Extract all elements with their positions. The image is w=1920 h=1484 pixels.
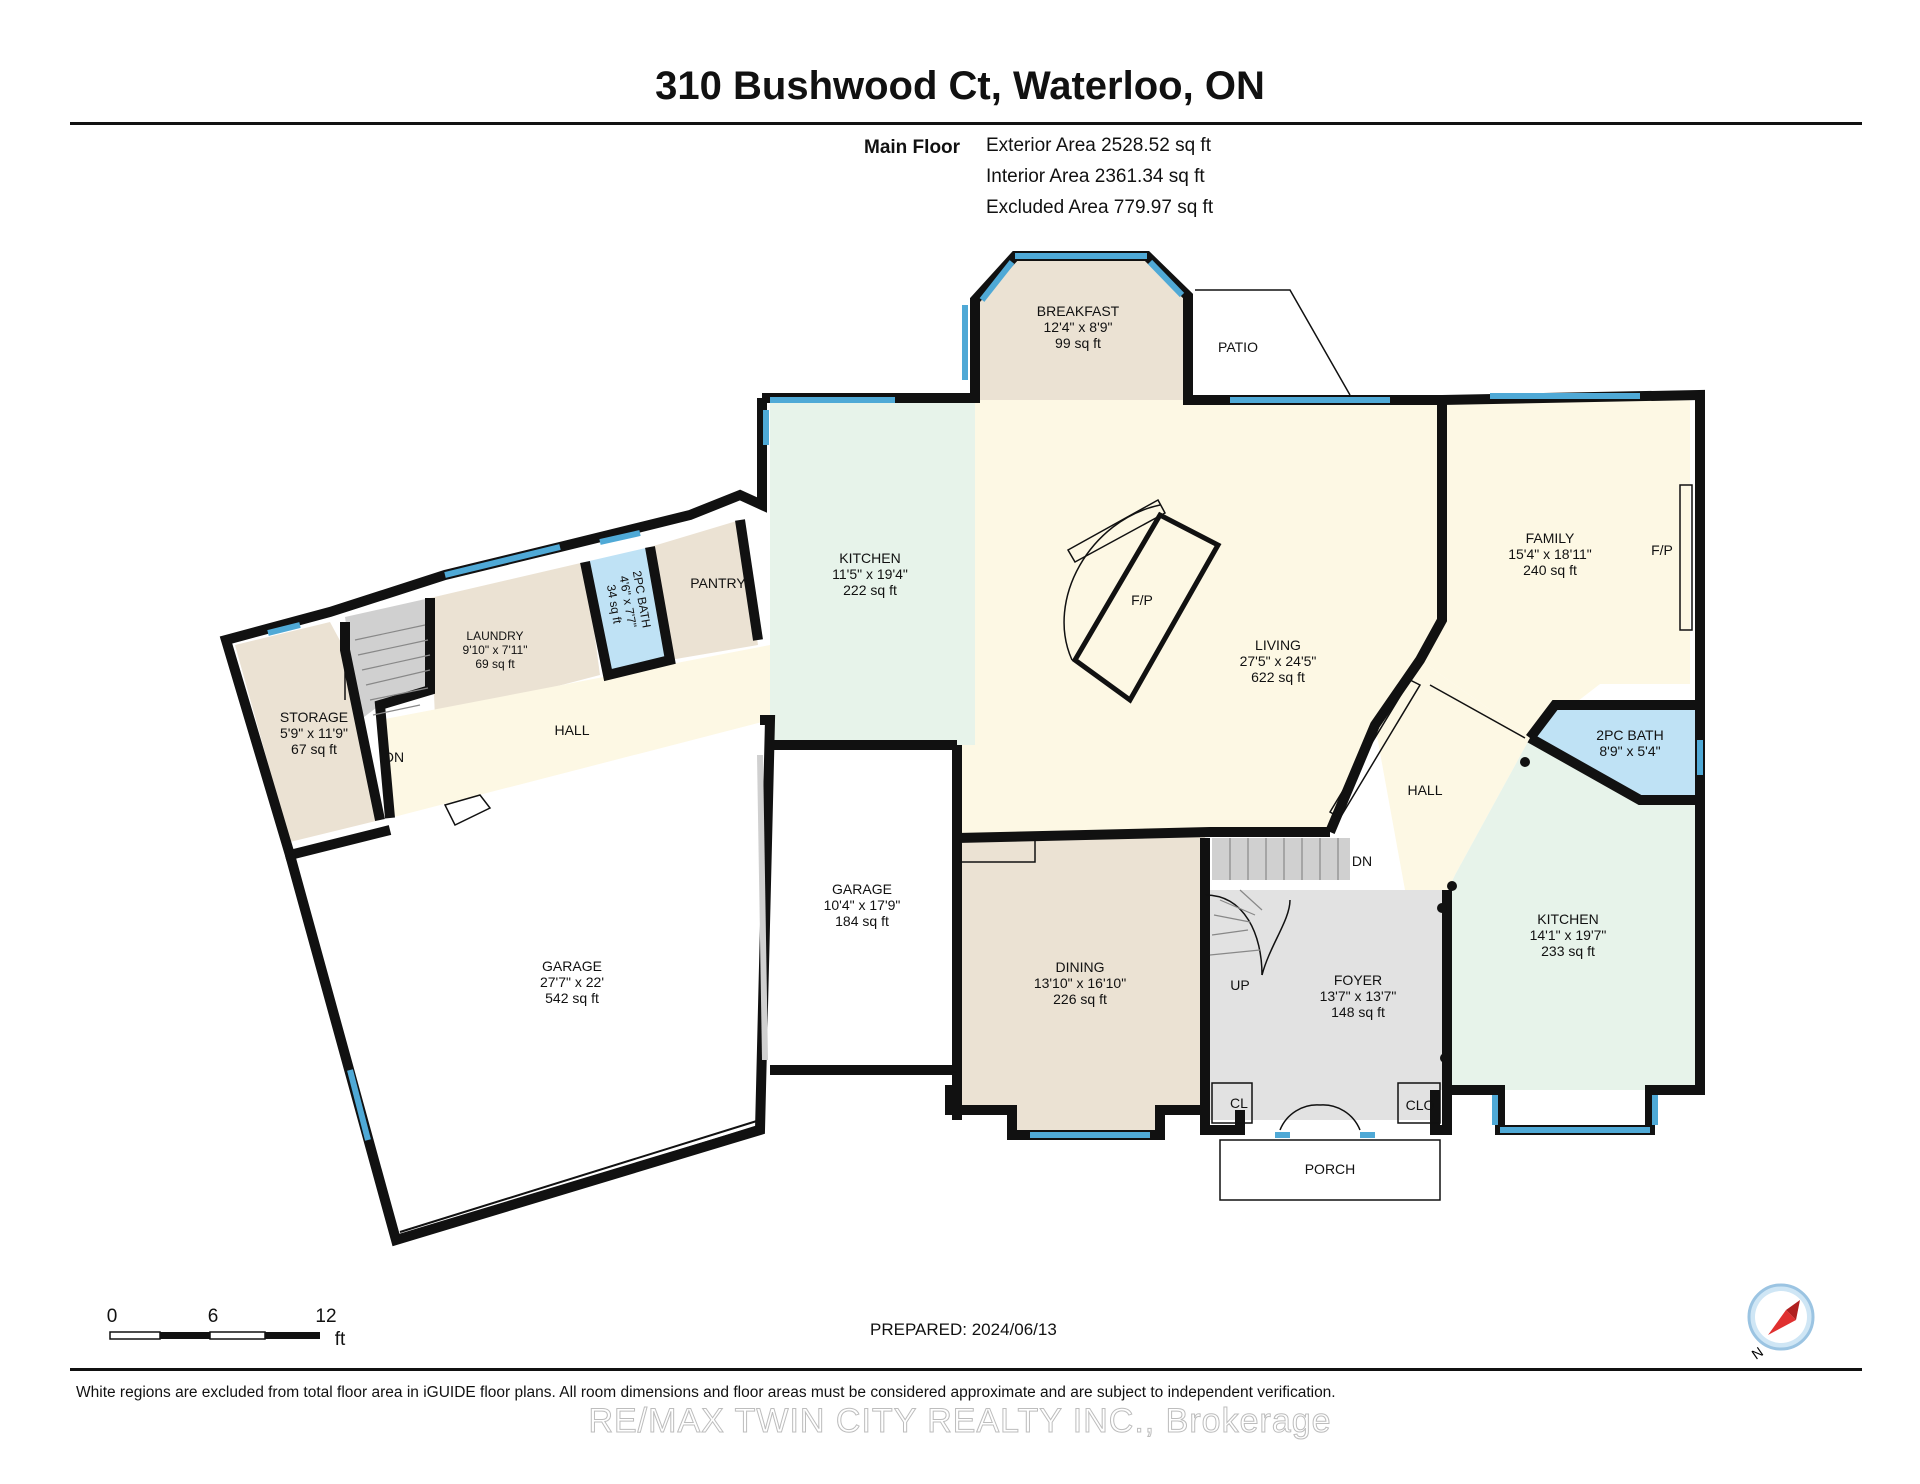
foyer-fill <box>1205 890 1447 1120</box>
storage-dims: 5'9" x 11'9" <box>280 725 348 741</box>
foyer-name: FOYER <box>1334 972 1382 988</box>
fp-family-label: F/P <box>1651 542 1673 558</box>
pillar-dots <box>1437 757 1530 1063</box>
interior-area: Interior Area 2361.34 sq ft <box>986 166 1205 187</box>
area-summary: Exterior Area 2528.52 sq ft Interior Are… <box>986 130 1213 223</box>
foyer-area: 148 sq ft <box>1331 1004 1385 1020</box>
dining-area: 226 sq ft <box>1053 991 1107 1007</box>
storage-name: STORAGE <box>280 709 348 725</box>
scale-twelve: 12 <box>315 1306 336 1327</box>
exterior-area: Exterior Area 2528.52 sq ft <box>986 135 1211 156</box>
kitchen-right-fill <box>1447 738 1700 1090</box>
kitchen-left-dims: 11'5" x 19'4" <box>832 566 908 582</box>
family-area: 240 sq ft <box>1523 562 1577 578</box>
kitchen-right-dims: 14'1" x 19'7" <box>1530 927 1607 943</box>
hall-right-name: HALL <box>1407 782 1442 798</box>
family-dims: 15'4" x 18'11" <box>1508 546 1592 562</box>
breakfast-dims: 12'4" x 8'9" <box>1044 319 1113 335</box>
hall-right-fill <box>1375 660 1530 892</box>
bath-right-fill <box>1530 705 1700 800</box>
dining-name: DINING <box>1056 959 1105 975</box>
floor-label: Main Floor <box>864 137 961 158</box>
garage-small-area: 184 sq ft <box>835 913 889 929</box>
up-label: UP <box>1230 977 1249 993</box>
disclaimer-text: White regions are excluded from total fl… <box>76 1384 1336 1401</box>
garage-small-dims: 10'4" x 17'9" <box>824 897 901 913</box>
stair-right-fill <box>1212 838 1350 880</box>
scale-zero: 0 <box>107 1306 118 1327</box>
clo-label: CLO <box>1406 1097 1435 1113</box>
family-fill <box>1420 398 1690 738</box>
kitchen-left-fill <box>770 400 975 745</box>
stair-treads <box>354 624 1339 956</box>
storage-area: 67 sq ft <box>291 741 337 757</box>
garage-small-name: GARAGE <box>832 881 892 897</box>
hall-left-name: HALL <box>554 722 589 738</box>
garage-large-dims: 27'7" x 22' <box>540 974 604 990</box>
kitchen-left-area: 222 sq ft <box>843 582 897 598</box>
bath-left-area: 34 sq ft <box>604 583 625 625</box>
compass-n-label: N <box>1749 1344 1766 1363</box>
room-labels: BREAKFAST 12'4" x 8'9" 99 sq ft KITCHEN … <box>280 303 1673 1177</box>
foyer-dims: 13'7" x 13'7" <box>1320 988 1397 1004</box>
top-rule <box>70 122 1862 125</box>
hall-left-fill <box>380 645 770 818</box>
kitchen-right-name: KITCHEN <box>1537 911 1598 927</box>
dining-fill <box>960 835 1205 1130</box>
breakfast-area: 99 sq ft <box>1055 335 1101 351</box>
bath-right-name: 2PC BATH <box>1596 727 1663 743</box>
room-fills <box>235 256 1700 1130</box>
living-area: 622 sq ft <box>1251 669 1305 685</box>
bath-right-dims: 8'9" x 5'4" <box>1599 743 1660 759</box>
pantry-name: PANTRY <box>690 575 746 591</box>
porch-label: PORCH <box>1305 1161 1356 1177</box>
garage-large-name: GARAGE <box>542 958 602 974</box>
prepared-date: PREPARED: 2024/06/13 <box>870 1320 1057 1339</box>
laundry-dims: 9'10" x 7'11" <box>463 643 528 657</box>
excluded-area: Excluded Area 779.97 sq ft <box>986 197 1214 218</box>
cl-label: CL <box>1230 1095 1248 1111</box>
breakfast-name: BREAKFAST <box>1037 303 1120 319</box>
fireplace-insert <box>1071 511 1222 704</box>
scale-bar <box>109 1331 320 1340</box>
scale-unit: ft <box>335 1329 346 1350</box>
laundry-name: LAUNDRY <box>466 629 523 643</box>
brokerage-watermark: RE/MAX TWIN CITY REALTY INC., Brokerage <box>588 1402 1332 1441</box>
laundry-fill <box>430 562 600 718</box>
scale-labels: 0 6 12 ft <box>107 1306 346 1350</box>
page-title: 310 Bushwood Ct, Waterloo, ON <box>655 64 1265 108</box>
details <box>344 289 1693 1238</box>
garage-large-area: 542 sq ft <box>545 990 599 1006</box>
family-name: FAMILY <box>1526 530 1575 546</box>
fp-living-label: F/P <box>1131 592 1153 608</box>
breakfast-fill <box>975 256 1188 400</box>
living-fill <box>957 400 1442 838</box>
scale-six: 6 <box>208 1306 219 1327</box>
windows <box>267 253 1703 1141</box>
laundry-area: 69 sq ft <box>475 657 515 671</box>
dining-dims: 13'10" x 16'10" <box>1034 975 1126 991</box>
bottom-rule <box>70 1368 1862 1371</box>
living-dims: 27'5" x 24'5" <box>1240 653 1317 669</box>
patio-label: PATIO <box>1218 339 1258 355</box>
dn-left-label: DN <box>384 749 404 765</box>
storage-fill <box>235 622 380 842</box>
kitchen-left-name: KITCHEN <box>839 550 900 566</box>
kitchen-right-area: 233 sq ft <box>1541 943 1595 959</box>
dn-right-label: DN <box>1352 853 1372 869</box>
pantry-fill <box>650 520 758 660</box>
living-name: LIVING <box>1255 637 1301 653</box>
compass-icon: N <box>1747 1283 1815 1363</box>
